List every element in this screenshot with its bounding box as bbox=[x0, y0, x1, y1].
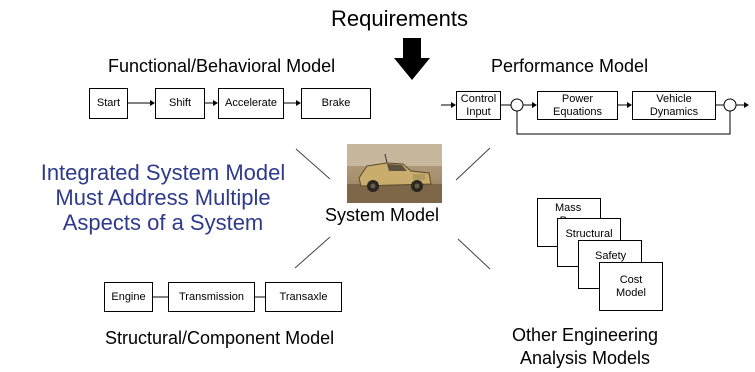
other-models-title: Other Engineering Analysis Models bbox=[480, 324, 690, 370]
other-title-line-2: Analysis Models bbox=[519, 348, 651, 368]
step-brake: Brake bbox=[301, 88, 371, 119]
part-transmission: Transmission bbox=[168, 282, 255, 312]
integrated-system-text: Integrated System Model Must Address Mul… bbox=[8, 160, 318, 235]
integrated-line-3: Aspects of a System bbox=[62, 210, 264, 235]
structural-model-title: Structural/Component Model bbox=[105, 328, 335, 348]
integrated-line-1: Integrated System Model bbox=[40, 160, 286, 185]
step-shift: Shift bbox=[155, 88, 205, 119]
performance-model-title: Performance Model bbox=[491, 56, 649, 76]
step-start: Start bbox=[89, 88, 128, 119]
vehicle-photo bbox=[347, 144, 442, 203]
doc-cost: Cost Model bbox=[599, 262, 663, 311]
system-model-label: System Model bbox=[325, 205, 440, 225]
functional-model-title: Functional/Behavioral Model bbox=[108, 56, 336, 76]
step-accelerate: Accelerate bbox=[218, 88, 284, 119]
requirements-arrow bbox=[394, 38, 430, 80]
part-transaxle: Transaxle bbox=[265, 282, 342, 312]
block-vehicle-dynamics: Vehicle Dynamics bbox=[632, 91, 716, 120]
requirements-label: Requirements bbox=[331, 6, 468, 31]
other-title-line-1: Other Engineering bbox=[511, 325, 659, 345]
part-engine: Engine bbox=[104, 282, 153, 312]
block-power-equations: Power Equations bbox=[537, 91, 618, 120]
integrated-line-2: Must Address Multiple bbox=[55, 185, 271, 210]
block-control-input: Control Input bbox=[456, 91, 501, 120]
